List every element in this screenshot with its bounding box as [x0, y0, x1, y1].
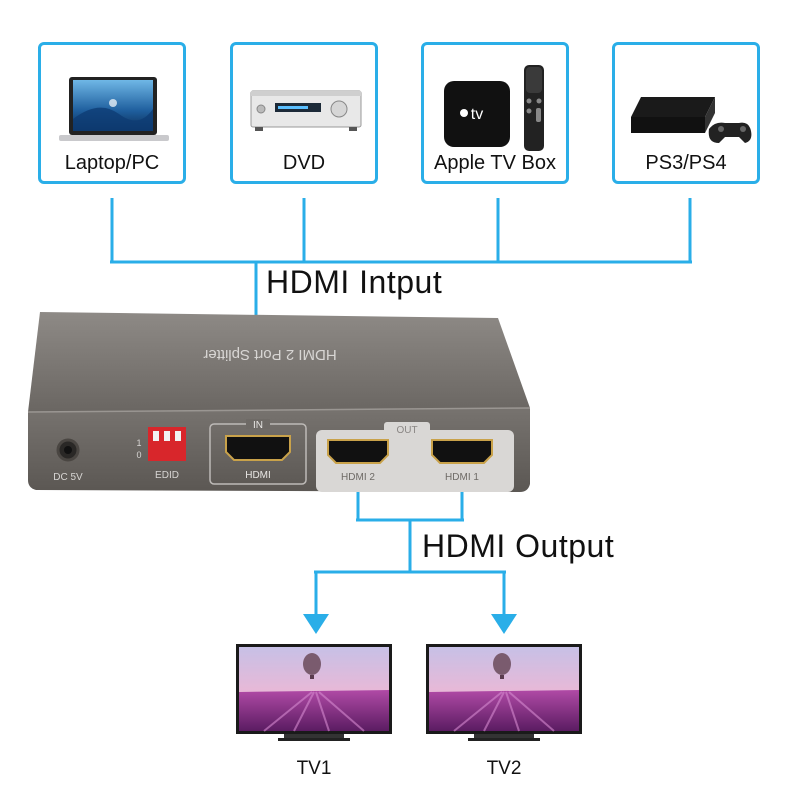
power-label: DC 5V: [53, 472, 83, 483]
laptop-icon: [59, 77, 169, 141]
switch-on-label: 1: [136, 438, 141, 448]
tv1-icon: [236, 644, 392, 741]
tv2-icon: [426, 644, 582, 741]
dvd-player-icon: [250, 90, 362, 131]
switch-off-label: 0: [136, 450, 141, 460]
arrow-down-icon: [491, 614, 517, 634]
hdmi-out-2-port-icon: [327, 439, 389, 464]
source-label: DVD: [282, 152, 326, 174]
source-label: PS3/PS4: [645, 152, 727, 174]
hdmi-out-1-port-icon: [431, 439, 493, 464]
source-apple-tv: tv Apple TV Box: [421, 42, 569, 184]
output-label: HDMI Output: [422, 528, 615, 564]
game-console-icon: [631, 97, 752, 143]
source-dvd: DVD: [230, 42, 378, 184]
source-laptop: Laptop/PC: [38, 42, 186, 184]
apple-tv-icon: tv: [444, 65, 544, 151]
hdmi-in-port-icon: [225, 435, 291, 461]
in-tag: IN: [253, 420, 263, 431]
input-label: HDMI Intput: [266, 264, 443, 300]
svg-text:tv: tv: [471, 106, 483, 123]
tv1-label: TV1: [296, 758, 332, 779]
out-tag: OUT: [396, 425, 417, 436]
device-top: [28, 312, 530, 412]
edid-label: EDID: [155, 470, 179, 481]
arrow-down-icon: [303, 614, 329, 634]
source-label: Apple TV Box: [434, 152, 556, 174]
out-port-2-label: HDMI 1: [445, 472, 479, 483]
in-port-label: HDMI: [245, 470, 271, 481]
source-ps: PS3/PS4: [612, 42, 760, 184]
out-port-1-label: HDMI 2: [341, 472, 375, 483]
device-top-text: HDMI 2 Port Splitter: [203, 346, 336, 363]
tv2-label: TV2: [486, 758, 522, 779]
source-label: Laptop/PC: [64, 152, 160, 174]
